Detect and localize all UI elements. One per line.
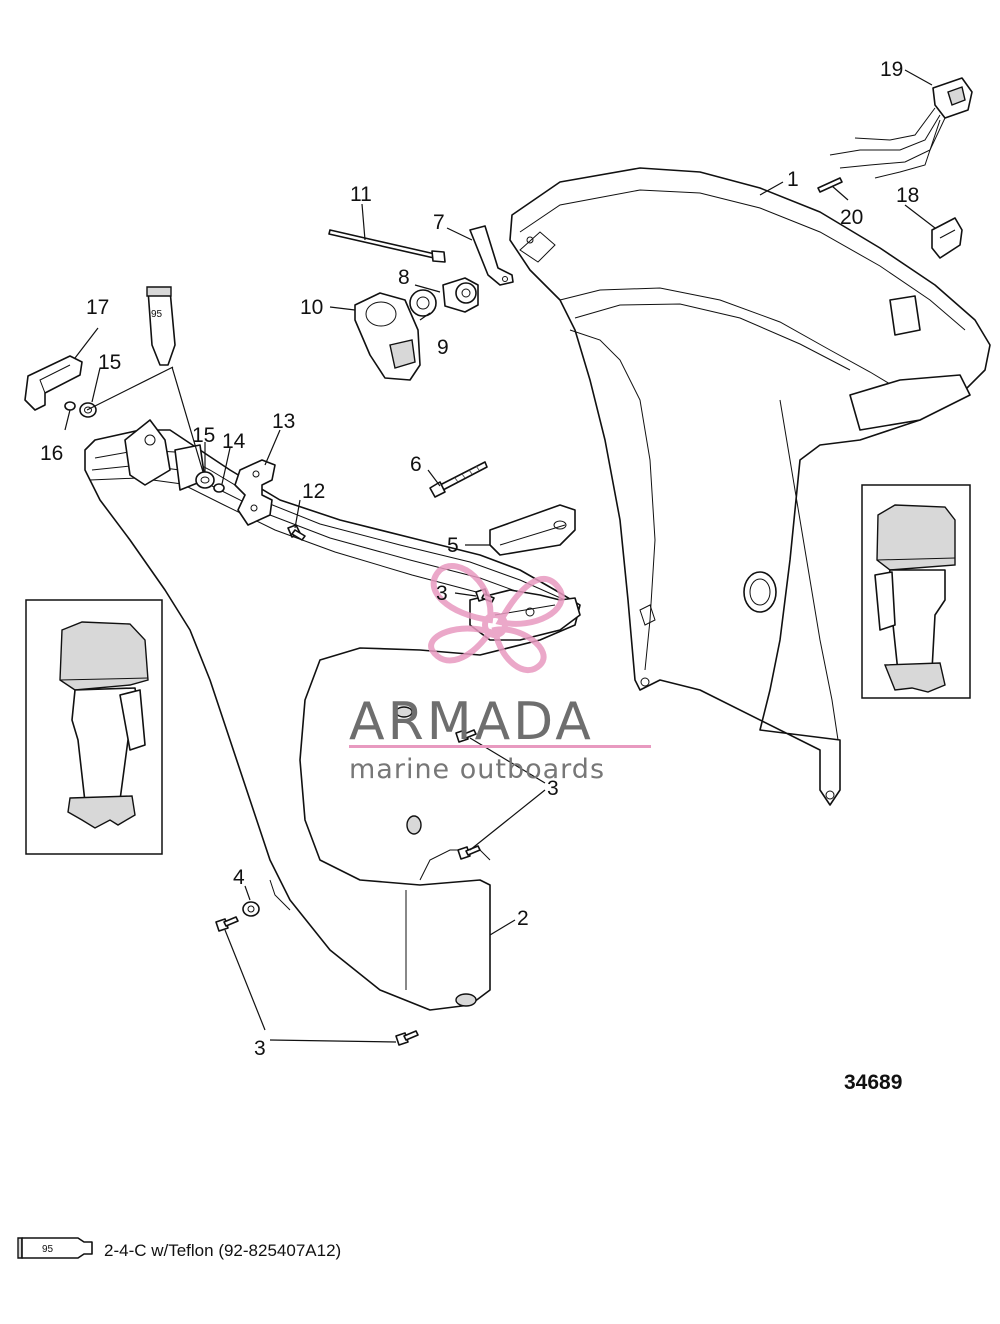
callout-labels: 1 2 3 3 3 4 5 6 7 8 9 10 11 12 13 14 15 … — [40, 58, 919, 1060]
switch-harness — [829, 77, 973, 179]
nut-15 — [195, 471, 215, 489]
small-washer — [213, 483, 225, 493]
screw-3b — [455, 729, 477, 743]
grommet — [354, 292, 421, 381]
knob — [24, 355, 83, 411]
lubricant-legend: 95 2-4-C w/Teflon (92-825407A12) — [17, 1237, 341, 1260]
callout-16: 16 — [40, 442, 63, 465]
callout-5: 5 — [447, 534, 459, 557]
callout-3: 3 — [254, 1037, 266, 1060]
callout-1: 1 — [787, 168, 799, 191]
callout-7: 7 — [433, 211, 445, 234]
inset-left — [25, 599, 163, 855]
callout-17: 17 — [86, 296, 109, 319]
washer-4 — [242, 901, 260, 917]
screw-3c — [457, 845, 481, 860]
cable-tie — [328, 229, 446, 263]
connector-18 — [931, 217, 963, 259]
outboard-motor-icon — [59, 621, 149, 829]
callout-9: 9 — [437, 336, 449, 359]
screw-3d — [215, 916, 239, 932]
callout-8: 8 — [398, 266, 410, 289]
callout-4: 4 — [233, 866, 245, 889]
propeller-logo-icon — [428, 563, 565, 673]
lubricant-tube-icon: 95 — [146, 286, 176, 366]
legend-text: 2-4-C w/Teflon (92-825407A12) — [104, 1241, 341, 1260]
watermark: ARMADA marine outboards — [349, 563, 651, 785]
callout-13: 13 — [272, 410, 295, 433]
screw-3e — [395, 1030, 419, 1046]
callout-11: 11 — [350, 183, 372, 206]
callout-12: 12 — [302, 480, 325, 503]
lubricant-tube-icon: 95 — [17, 1237, 93, 1259]
leader-lines — [64, 69, 936, 1043]
callout-15: 15 — [192, 424, 215, 447]
callout-19: 19 — [880, 58, 903, 81]
tube-callout-label: 95 — [151, 309, 163, 320]
plate — [234, 459, 276, 526]
outboard-motor-icon — [874, 504, 956, 693]
long-bolt — [429, 461, 488, 498]
callout-20: 20 — [840, 206, 863, 229]
callout-6: 6 — [410, 453, 422, 476]
callout-3: 3 — [547, 777, 559, 800]
ring-left — [64, 401, 76, 411]
legend-tube-label: 95 — [42, 1244, 54, 1255]
latch-handle — [489, 504, 576, 556]
callout-3: 3 — [436, 582, 448, 605]
callout-15: 15 — [98, 351, 121, 374]
figure-number: 34689 — [844, 1071, 902, 1094]
watermark-tagline: marine outboards — [349, 754, 605, 785]
washer — [409, 289, 437, 317]
callout-10: 10 — [300, 296, 323, 319]
pin-20 — [817, 177, 843, 193]
callout-2: 2 — [517, 907, 529, 930]
callout-14: 14 — [222, 430, 246, 453]
inset-right — [861, 484, 971, 699]
top-cowl — [509, 167, 991, 806]
fitting — [442, 277, 479, 313]
callout-18: 18 — [896, 184, 919, 207]
bottom-cowl — [84, 419, 581, 1011]
watermark-brand: ARMADA — [349, 692, 594, 752]
screw-12 — [287, 524, 306, 541]
bracket — [469, 225, 514, 286]
